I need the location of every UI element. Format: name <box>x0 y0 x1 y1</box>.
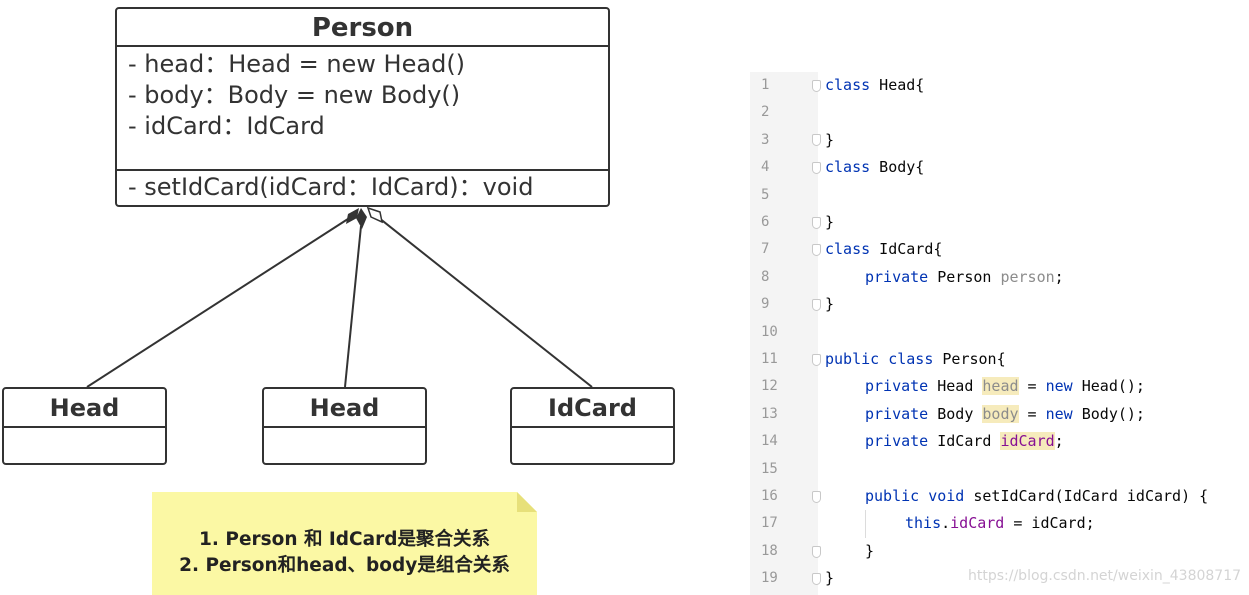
code-line-4: class Body{ <box>825 158 925 177</box>
person-class-box: Person - head：Head = new Head() - body：B… <box>115 7 610 207</box>
indent-guide <box>865 510 866 538</box>
attribute-idcard: - idCard：IdCard <box>128 112 325 140</box>
code-editor: 1 2 3 4 5 6 7 8 9 10 11 12 13 14 15 16 1… <box>750 72 1249 595</box>
code-line-16: public void setIdCard(IdCard idCard) { <box>865 487 1209 505</box>
fold-marker-icon[interactable] <box>812 299 821 311</box>
line-number: 18 <box>761 542 778 559</box>
head-class-title: Head <box>4 389 165 428</box>
line-number: 19 <box>761 570 778 587</box>
sticky-note <box>152 492 537 595</box>
code-line-9: } <box>825 295 835 314</box>
code-line-18: } <box>865 541 875 560</box>
code-line-7: class IdCard{ <box>825 240 943 259</box>
fold-marker-icon[interactable] <box>812 134 821 146</box>
line-number: 14 <box>761 433 778 450</box>
line-number: 2 <box>761 104 770 121</box>
code-line-3: } <box>825 130 835 149</box>
fold-marker-icon[interactable] <box>812 244 821 256</box>
line-number: 4 <box>761 159 770 176</box>
fold-marker-icon[interactable] <box>812 546 821 558</box>
fold-marker-icon[interactable] <box>812 573 821 585</box>
line-number: 7 <box>761 241 770 258</box>
code-line-14: private IdCard idCard; <box>865 432 1064 451</box>
line-number: 17 <box>761 515 778 532</box>
line-number: 13 <box>761 405 778 422</box>
code-line-12: private Head head = new Head(); <box>865 377 1145 396</box>
line-number: 15 <box>761 460 778 477</box>
line-number: 3 <box>761 131 770 148</box>
aggregation-diamond-idcard <box>366 206 384 224</box>
watermark: https://blog.csdn.net/weixin_43808717 <box>968 568 1242 584</box>
fold-marker-icon[interactable] <box>812 162 821 174</box>
line-number: 8 <box>761 268 770 285</box>
person-attributes: - head：Head = new Head() - body：Body = n… <box>117 47 608 171</box>
aggregation-line-idcard <box>378 217 593 388</box>
composition-line-body <box>344 225 362 388</box>
note-text: 1. Person 和 IdCard是聚合关系 2. Person和head、b… <box>152 527 537 579</box>
composition-line-head <box>86 216 352 388</box>
fold-marker-icon[interactable] <box>812 80 821 92</box>
code-line-11: public class Person{ <box>825 350 1006 368</box>
line-number: 11 <box>761 351 778 367</box>
fold-marker-icon[interactable] <box>812 491 821 503</box>
attribute-head: - head：Head = new Head() <box>128 50 466 78</box>
line-number: 10 <box>761 323 778 340</box>
note-fold-corner <box>517 492 537 512</box>
code-line-17: this.idCard = idCard; <box>905 514 1095 533</box>
attribute-body: - body：Body = new Body() <box>128 81 461 109</box>
idcard-class-title: IdCard <box>512 389 673 428</box>
code-line-6: } <box>825 213 835 231</box>
line-number: 16 <box>761 488 778 504</box>
idcard-class-box: IdCard <box>510 387 675 465</box>
line-number: 9 <box>761 296 770 313</box>
line-number: 6 <box>761 214 770 230</box>
note-line-2: 2. Person和head、body是组合关系 <box>179 555 510 576</box>
fold-marker-icon[interactable] <box>812 217 821 229</box>
code-line-8: private Person person; <box>865 267 1064 286</box>
head-class-title-2: Head <box>264 389 425 428</box>
code-line-1: class Head{ <box>825 76 925 94</box>
uml-relations <box>86 206 593 388</box>
line-number: 5 <box>761 186 770 203</box>
code-line-13: private Body body = new Body(); <box>865 404 1145 423</box>
fold-marker-icon[interactable] <box>812 354 821 366</box>
composition-diamond-body <box>356 208 367 229</box>
method-setidcard: - setIdCard(idCard：IdCard)：void <box>128 173 534 201</box>
line-number: 1 <box>761 77 770 93</box>
code-line-19: } <box>825 569 835 588</box>
line-number: 12 <box>761 378 778 395</box>
person-methods: - setIdCard(idCard：IdCard)：void <box>117 171 608 203</box>
head-class-box: Head <box>2 387 167 465</box>
person-class-title: Person <box>117 9 608 47</box>
line-number-gutter: 1 2 3 4 5 6 7 8 9 10 11 12 13 14 15 16 1… <box>750 72 818 595</box>
note-line-1: 1. Person 和 IdCard是聚合关系 <box>199 529 490 550</box>
composition-diamond-head <box>346 208 359 224</box>
head-class-box-2: Head <box>262 387 427 465</box>
